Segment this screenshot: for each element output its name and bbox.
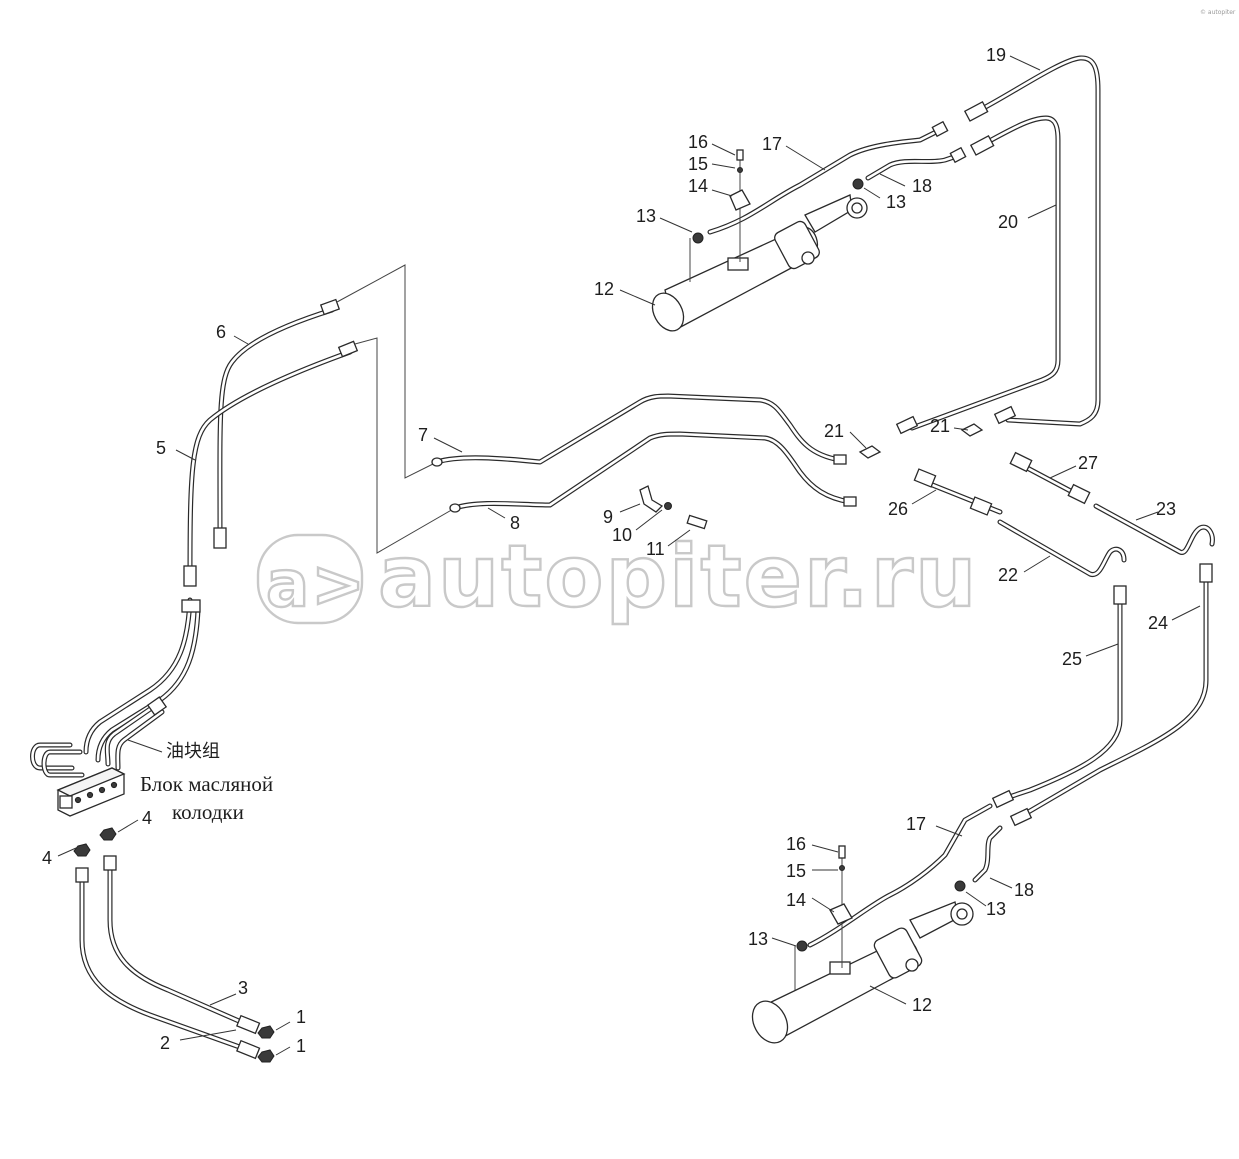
bolt-16-lower xyxy=(838,845,846,859)
label-part-12-upper: 12 xyxy=(594,279,614,299)
label-part-18-upper: 18 xyxy=(912,176,932,196)
label-part-24: 24 xyxy=(1148,613,1168,633)
label-part-7: 7 xyxy=(418,425,428,445)
pipes-7-8 xyxy=(431,393,857,513)
pipe-5-fitting-bottom xyxy=(183,565,197,587)
watermark: a> autopiter.ru xyxy=(256,526,978,628)
nut-1-upper xyxy=(257,1025,275,1039)
nut-13-lower-left xyxy=(796,940,808,952)
label-part-25: 25 xyxy=(1062,649,1082,669)
nut-13-lower-right xyxy=(954,880,966,892)
clamp-14-upper xyxy=(729,189,751,211)
label-part-26: 26 xyxy=(888,499,908,519)
pipe-6-fitting-top xyxy=(319,298,341,316)
watermark-text: autopiter.ru xyxy=(378,527,978,627)
label-part-13-upper-left: 13 xyxy=(636,206,656,226)
oil-block-label-zh: 油块组 xyxy=(166,741,220,762)
hoses-2-3 xyxy=(73,827,275,1063)
label-part-15-upper: 15 xyxy=(688,154,708,174)
label-part-1-lower: 1 xyxy=(296,1036,306,1056)
washer-15-lower xyxy=(839,865,845,871)
label-part-27: 27 xyxy=(1078,453,1098,473)
label-part-17-lower: 17 xyxy=(906,814,926,834)
tee-21-left xyxy=(858,445,882,459)
bolt-16-upper xyxy=(736,149,744,161)
pipes-right xyxy=(913,451,1215,827)
label-part-14-lower: 14 xyxy=(786,890,806,910)
label-part-21-right: 21 xyxy=(930,416,950,436)
washer-10 xyxy=(664,502,672,510)
pipes-left xyxy=(83,264,456,771)
part-number-labels: 1 1 2 3 4 4 5 6 7 8 9 10 11 12 13 14 15 … xyxy=(42,45,1176,1056)
nut-4-right xyxy=(99,827,117,841)
label-part-8: 8 xyxy=(510,513,520,533)
label-part-15-lower: 15 xyxy=(786,861,806,881)
oil-block-assembly: 油块组 Блок масляной колодки xyxy=(30,739,273,824)
oil-block-label-ru-line2: колодки xyxy=(172,800,244,824)
label-part-5: 5 xyxy=(156,438,166,458)
label-part-14-upper: 14 xyxy=(688,176,708,196)
label-part-22: 22 xyxy=(998,565,1018,585)
label-part-4-right: 4 xyxy=(142,808,152,828)
nut-1-lower xyxy=(257,1049,275,1063)
label-part-13-lower-right: 13 xyxy=(986,899,1006,919)
watermark-logo-symbol: a> xyxy=(266,548,367,622)
label-part-3: 3 xyxy=(238,978,248,998)
leader-lines xyxy=(57,55,1201,1056)
label-part-9: 9 xyxy=(603,507,613,527)
nut-13-upper-right xyxy=(852,178,864,190)
watermark-logo-badge xyxy=(256,533,364,625)
label-part-13-upper-right: 13 xyxy=(886,192,906,212)
label-part-2: 2 xyxy=(160,1033,170,1053)
leader-oil-block xyxy=(127,739,163,753)
pipes-upper-right xyxy=(707,55,1101,459)
bolt-11 xyxy=(686,514,708,530)
washer-15-upper xyxy=(737,167,743,173)
label-part-13-lower-left: 13 xyxy=(748,929,768,949)
oil-block-label-ru-line1: Блок масляной xyxy=(140,772,273,796)
label-part-23: 23 xyxy=(1156,499,1176,519)
label-part-16-upper: 16 xyxy=(688,132,708,152)
label-part-6: 6 xyxy=(216,322,226,342)
label-part-12-lower: 12 xyxy=(912,995,932,1015)
hose-3-end xyxy=(236,1014,261,1035)
cylinder-12-lower xyxy=(751,803,1003,1044)
label-part-21-left: 21 xyxy=(824,421,844,441)
tee-21-right xyxy=(960,423,984,437)
clamp-14-lower xyxy=(829,903,853,925)
label-part-20: 20 xyxy=(998,212,1018,232)
clamp-9 xyxy=(639,485,664,513)
label-part-18-lower: 18 xyxy=(1014,880,1034,900)
label-part-11: 11 xyxy=(646,539,665,559)
label-part-19: 19 xyxy=(986,45,1006,65)
nut-13-upper-left xyxy=(692,232,704,244)
fitting-left-b xyxy=(146,696,168,716)
nut-4-left xyxy=(73,843,91,857)
corner-watermark: © autopiter xyxy=(1200,9,1236,16)
clamp-9-10-11 xyxy=(639,485,708,530)
pipe-5-fitting-top xyxy=(337,340,359,358)
label-part-10: 10 xyxy=(612,525,632,545)
label-part-4-left: 4 xyxy=(42,848,52,868)
label-part-1-upper: 1 xyxy=(296,1007,306,1027)
pipe-6-fitting-bottom xyxy=(213,527,227,549)
hose-2-end xyxy=(236,1039,261,1060)
label-part-17-upper: 17 xyxy=(762,134,782,154)
fitting-left-a xyxy=(181,599,201,613)
cylinder-12-upper xyxy=(651,149,868,332)
label-part-16-lower: 16 xyxy=(786,834,806,854)
